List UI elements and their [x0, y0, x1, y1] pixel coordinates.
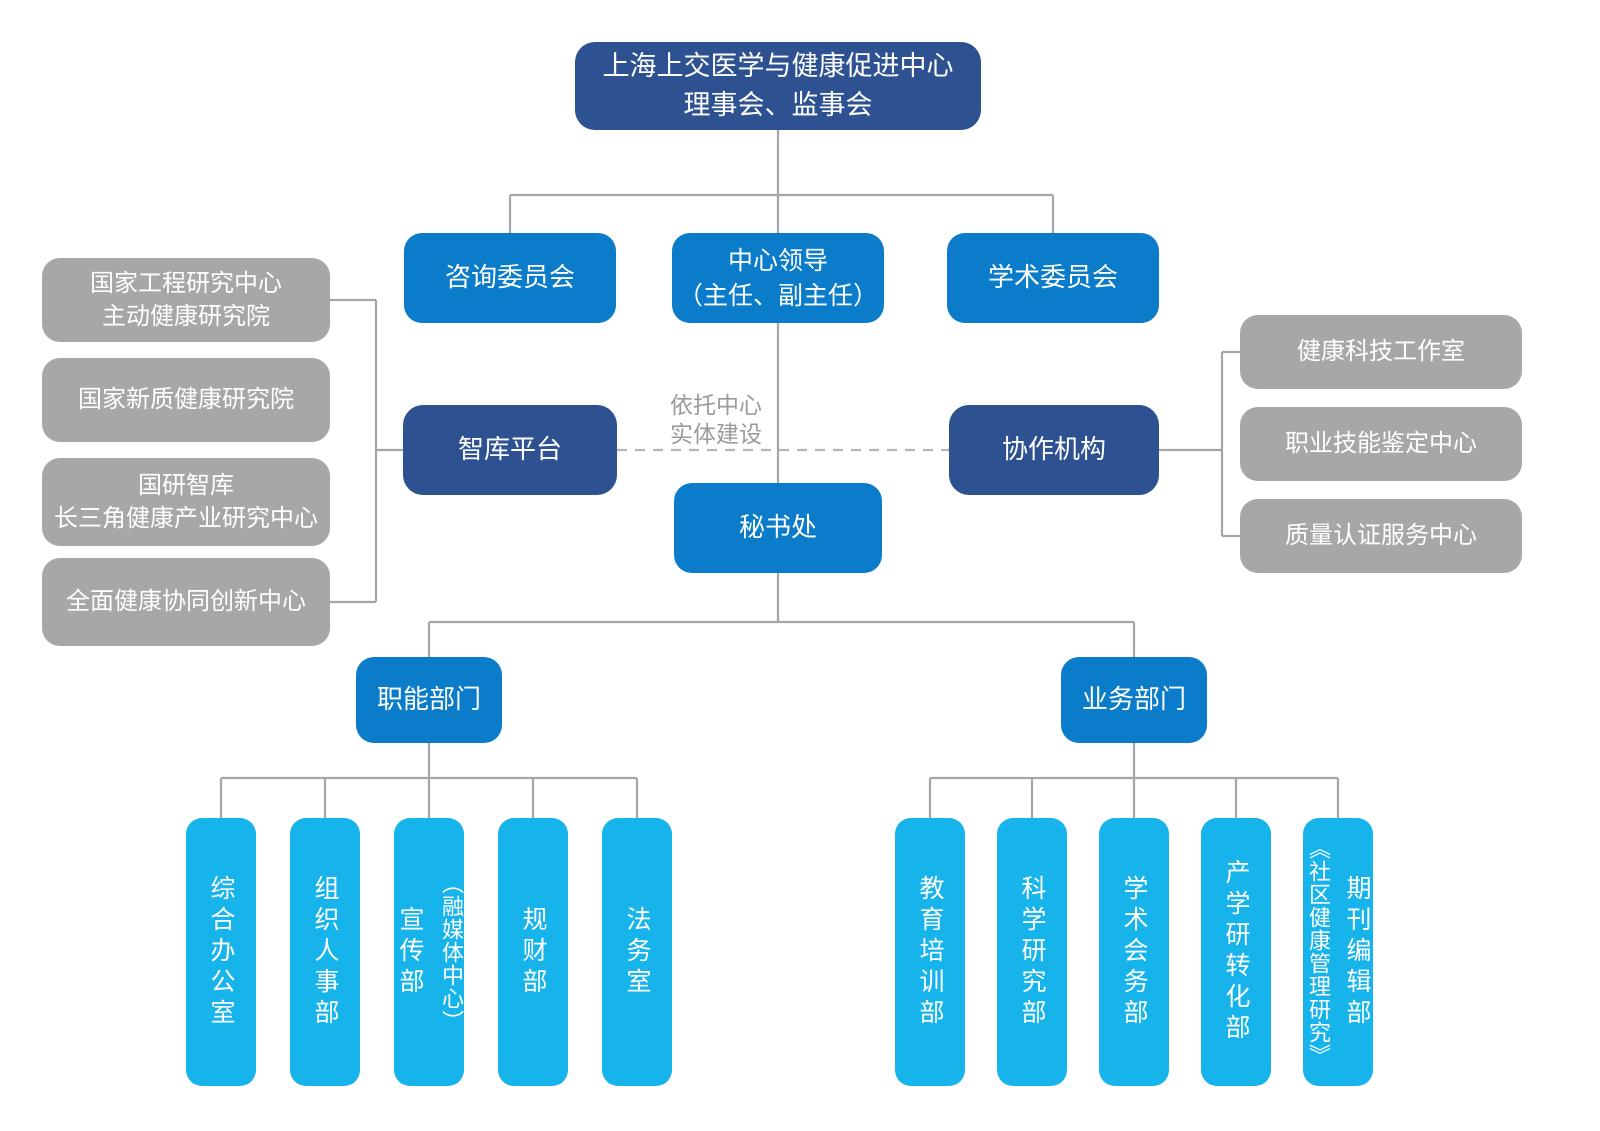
node-thinktank-label: 智库平台 [457, 434, 562, 465]
thinktank-org-2-line1: 国家新质健康研究院 [78, 385, 294, 414]
business-dept-2-label: 科学研究部 [1018, 874, 1047, 1030]
functional-dept-1-label: 综合办公室 [207, 874, 236, 1030]
node-academic-committee: 学术委员会 [947, 233, 1159, 323]
thinktank-org-box-1: 国家工程研究中心 主动健康研究院 [42, 258, 330, 342]
functional-dept-4-label: 规财部 [519, 905, 548, 999]
node-collaboration-orgs: 协作机构 [949, 405, 1159, 495]
node-thinktank-platform: 智库平台 [403, 405, 617, 495]
business-dept-box-4: 产学研转化部 [1201, 818, 1271, 1086]
functional-dept-3-label: 宣传部 [396, 905, 425, 999]
node-secretariat: 秘书处 [674, 483, 882, 573]
thinktank-org-1-line1: 国家工程研究中心 [90, 268, 282, 297]
functional-dept-box-1: 综合办公室 [186, 818, 256, 1086]
node-advisory-label: 咨询委员会 [444, 262, 575, 293]
functional-dept-box-3: （融媒体中心） 宣传部 [394, 818, 464, 1086]
collab-org-1-label: 健康科技工作室 [1297, 337, 1465, 366]
node-center-leadership: 中心领导 （主任、副主任） [672, 233, 884, 323]
thinktank-org-4-line1: 全面健康协同创新中心 [66, 587, 306, 616]
functional-dept-2-label: 组织人事部 [311, 874, 340, 1030]
functional-dept-box-5: 法务室 [602, 818, 672, 1086]
functional-dept-box-4: 规财部 [498, 818, 568, 1086]
collab-org-box-3: 质量认证服务中心 [1240, 499, 1522, 573]
business-dept-3-label: 学术会务部 [1120, 874, 1149, 1030]
business-dept-box-1: 教育培训部 [895, 818, 965, 1086]
node-academic-label: 学术委员会 [987, 262, 1118, 293]
node-advisory-committee: 咨询委员会 [404, 233, 616, 323]
node-functional-label: 职能部门 [376, 684, 481, 715]
node-secretariat-label: 秘书处 [738, 512, 817, 543]
node-board-line1: 上海上交医学与健康促进中心 [602, 50, 954, 82]
business-dept-box-3: 学术会务部 [1099, 818, 1169, 1086]
node-business-depts: 业务部门 [1061, 657, 1207, 743]
business-dept-5-sublabel: 《社区健康管理研究》 [1305, 837, 1330, 1067]
collab-org-box-2: 职业技能鉴定中心 [1240, 407, 1522, 481]
collab-org-box-1: 健康科技工作室 [1240, 315, 1522, 389]
functional-dept-box-2: 组织人事部 [290, 818, 360, 1086]
collab-org-2-label: 职业技能鉴定中心 [1285, 429, 1477, 458]
functional-dept-3-sublabel: （融媒体中心） [438, 871, 463, 1033]
dashed-link-note: 依托中心 实体建设 [651, 392, 781, 450]
thinktank-org-1-line2: 主动健康研究院 [102, 302, 270, 330]
node-leadership-line2: （主任、副主任） [677, 281, 878, 310]
thinktank-org-3-line2: 长三角健康产业研究中心 [54, 504, 318, 532]
node-functional-depts: 职能部门 [356, 657, 502, 743]
node-board: 上海上交医学与健康促进中心 理事会、监事会 [575, 42, 981, 130]
thinktank-org-box-2: 国家新质健康研究院 [42, 358, 330, 442]
thinktank-org-3-line1: 国研智库 [138, 470, 234, 499]
node-collaboration-label: 协作机构 [1001, 434, 1106, 465]
functional-dept-5-label: 法务室 [623, 905, 652, 999]
thinktank-org-box-4: 全面健康协同创新中心 [42, 558, 330, 646]
business-dept-5-label: 期刊编辑部 [1343, 874, 1372, 1030]
node-leadership-line1: 中心领导 [727, 246, 828, 275]
thinktank-org-box-3: 国研智库 长三角健康产业研究中心 [42, 458, 330, 546]
node-business-label: 业务部门 [1081, 684, 1186, 715]
note-line1: 依托中心 [670, 393, 762, 419]
business-dept-box-2: 科学研究部 [997, 818, 1067, 1086]
collab-org-3-label: 质量认证服务中心 [1285, 521, 1477, 550]
business-dept-4-label: 产学研转化部 [1222, 859, 1251, 1045]
business-dept-box-5: 期刊编辑部 《社区健康管理研究》 [1303, 818, 1373, 1086]
business-dept-1-label: 教育培训部 [916, 874, 945, 1030]
note-line2: 实体建设 [670, 421, 762, 448]
node-board-line2: 理事会、监事会 [683, 90, 873, 121]
